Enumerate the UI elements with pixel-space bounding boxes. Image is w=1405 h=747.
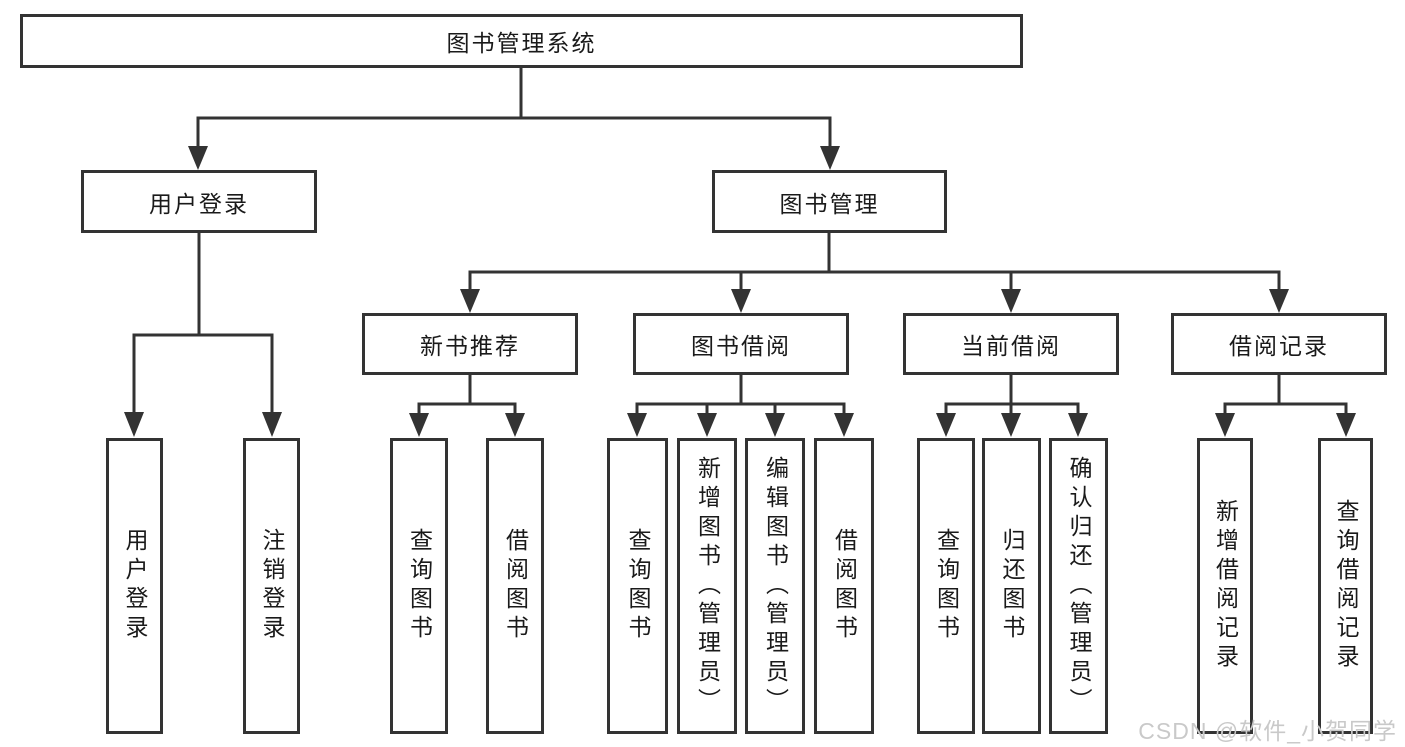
- node-new-book-recommend: 新书推荐: [362, 313, 578, 375]
- arrow-down-icon: [409, 413, 429, 437]
- arrow-down-icon: [834, 413, 854, 437]
- arrow-down-icon: [1215, 413, 1235, 437]
- node-label: 查询图书: [933, 528, 960, 644]
- connector: [196, 116, 832, 147]
- arrow-down-icon: [1068, 413, 1088, 437]
- node-leaf-return-books: 归还图书: [982, 438, 1041, 734]
- arrow-down-icon: [1336, 413, 1356, 437]
- node-leaf-user-login: 用户登录: [106, 438, 163, 734]
- arrow-down-icon: [1001, 289, 1021, 313]
- connector: [944, 402, 1080, 415]
- node-leaf-add-books-admin: 新增图书（管理员）: [677, 438, 737, 734]
- arrow-down-icon: [936, 413, 956, 437]
- node-label: 编辑图书（管理员）: [762, 455, 789, 717]
- connector: [132, 333, 274, 413]
- node-book-management: 图书管理: [712, 170, 947, 233]
- connector: [635, 402, 846, 415]
- connector: [468, 270, 1281, 290]
- node-leaf-query-books-recommend: 查询图书: [390, 438, 448, 734]
- arrow-down-icon: [124, 412, 144, 437]
- node-label: 借阅图书: [831, 528, 858, 644]
- node-book-borrow: 图书借阅: [633, 313, 849, 375]
- arrow-down-icon: [765, 413, 785, 437]
- arrow-down-icon: [1001, 413, 1021, 437]
- node-label: 图书管理系统: [446, 30, 597, 56]
- node-label: 新增图书（管理员）: [694, 455, 721, 717]
- node-root: 图书管理系统: [20, 14, 1023, 68]
- node-label: 归还图书: [999, 528, 1025, 644]
- connector: [1223, 402, 1348, 415]
- arrow-down-icon: [731, 289, 751, 313]
- node-label: 图书管理: [779, 190, 880, 217]
- node-leaf-confirm-return-admin: 确认归还（管理员）: [1049, 438, 1108, 734]
- arrow-down-icon: [627, 413, 647, 437]
- arrow-down-icon: [262, 412, 282, 437]
- node-label: 借阅图书: [502, 528, 529, 644]
- node-borrow-records: 借阅记录: [1171, 313, 1387, 375]
- node-label: 当前借阅: [961, 333, 1061, 359]
- node-leaf-add-borrow-record: 新增借阅记录: [1197, 438, 1253, 734]
- arrow-down-icon: [697, 413, 717, 437]
- node-leaf-edit-books-admin: 编辑图书（管理员）: [745, 438, 805, 734]
- node-leaf-borrow-books-recommend: 借阅图书: [486, 438, 544, 734]
- node-label: 图书借阅: [691, 333, 791, 359]
- node-label: 新书推荐: [420, 333, 520, 359]
- node-label: 用户登录: [149, 190, 249, 217]
- node-label: 用户登录: [122, 528, 148, 644]
- node-label: 注销登录: [259, 528, 285, 644]
- connector: [417, 402, 517, 415]
- node-label: 查询图书: [625, 528, 651, 644]
- node-label: 查询图书: [406, 528, 433, 644]
- node-label: 新增借阅记录: [1212, 499, 1239, 673]
- arrow-down-icon: [505, 413, 525, 437]
- node-leaf-query-borrow-record: 查询借阅记录: [1318, 438, 1373, 734]
- node-leaf-borrow-books: 借阅图书: [814, 438, 874, 734]
- node-current-borrow: 当前借阅: [903, 313, 1119, 375]
- node-user-login: 用户登录: [81, 170, 317, 233]
- node-label: 借阅记录: [1229, 333, 1329, 359]
- arrow-down-icon: [820, 146, 840, 170]
- watermark-text: CSDN @软件_小贺同学: [1138, 718, 1397, 744]
- node-label: 查询借阅记录: [1333, 499, 1359, 673]
- arrow-down-icon: [460, 289, 480, 313]
- node-leaf-query-books-current: 查询图书: [917, 438, 975, 734]
- arrow-down-icon: [1269, 289, 1289, 313]
- node-label: 确认归还（管理员）: [1066, 455, 1092, 717]
- node-leaf-logout-login: 注销登录: [243, 438, 300, 734]
- node-leaf-query-books-borrow: 查询图书: [607, 438, 668, 734]
- arrow-down-icon: [188, 146, 208, 170]
